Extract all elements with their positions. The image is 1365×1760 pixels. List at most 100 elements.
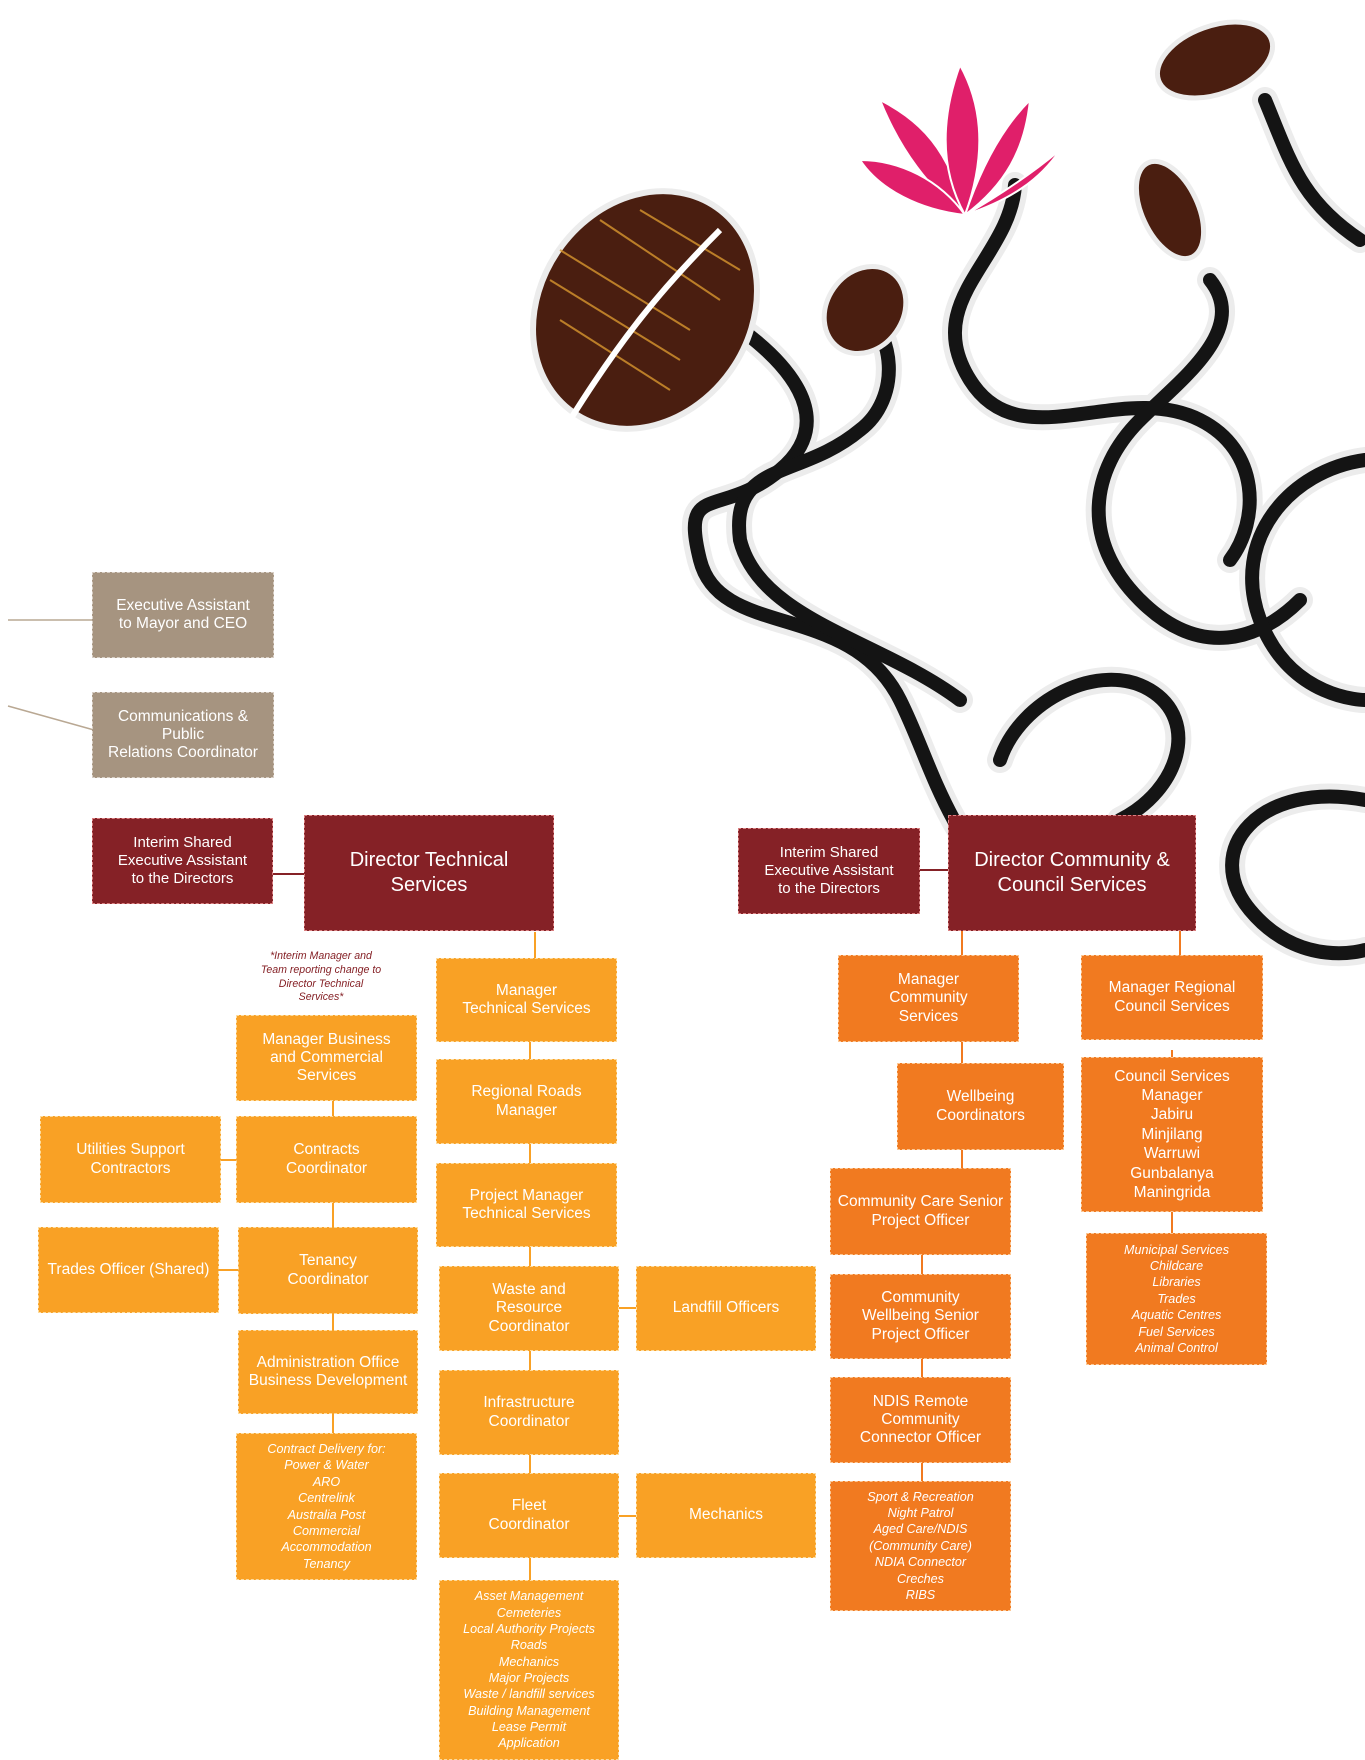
program-item: Aged Care/NDIS xyxy=(873,1522,968,1537)
box-label-line: Utilities Support xyxy=(76,1141,185,1159)
contract-item: Accommodation xyxy=(281,1540,372,1555)
manager-technical-services-box: Manager Technical Services xyxy=(436,958,617,1042)
box-label-line: Project Officer xyxy=(871,1325,970,1343)
box-label-line: Contracts xyxy=(293,1141,360,1159)
box-label-line: Coordinator xyxy=(488,1317,570,1335)
box-label-line: Relations Coordinator xyxy=(108,744,258,762)
program-item: Creches xyxy=(897,1571,944,1586)
contract-item: Australia Post xyxy=(287,1507,366,1522)
administration-office-box: Administration Office Business Developme… xyxy=(238,1330,418,1414)
landfill-officers-box: Landfill Officers xyxy=(636,1266,816,1351)
box-label-line: Director Community & xyxy=(974,849,1170,871)
manager-business-commercial-box: Manager Business and Commercial Services xyxy=(236,1015,417,1101)
community-care-senior-box: Community Care Senior Project Officer xyxy=(830,1168,1011,1255)
community-programs-box: Sport & Recreation Night Patrol Aged Car… xyxy=(830,1481,1011,1611)
ndis-remote-connector-box: NDIS Remote Community Connector Officer xyxy=(830,1377,1011,1463)
service-item: Animal Control xyxy=(1135,1340,1218,1355)
box-label-line: Project Officer xyxy=(871,1211,970,1229)
box-label-line: Gunbalanya xyxy=(1130,1164,1214,1182)
box-label-line: Services xyxy=(296,1067,357,1085)
box-label-line: Infrastructure xyxy=(483,1394,575,1412)
box-label-line: Services xyxy=(390,874,468,896)
box-label-line: Jabiru xyxy=(1150,1106,1194,1124)
responsibility-item: Mechanics xyxy=(498,1654,560,1669)
contracts-coordinator-box: Contracts Coordinator xyxy=(236,1116,417,1203)
box-label-line: Wellbeing xyxy=(946,1088,1015,1106)
infrastructure-coordinator-box: Infrastructure Coordinator xyxy=(439,1370,619,1455)
box-label-line: Waste and xyxy=(492,1281,566,1299)
contract-item: Contract Delivery for: xyxy=(267,1442,386,1457)
box-label-line: Fleet xyxy=(511,1497,547,1515)
interim-change-note: *Interim Manager and Team reporting chan… xyxy=(246,950,396,1005)
box-label-line: Manager xyxy=(1141,1087,1203,1105)
box-label-line: Technical Services xyxy=(462,1205,591,1222)
box-label-line: Council Services xyxy=(1114,997,1230,1015)
program-item: Sport & Recreation xyxy=(867,1489,974,1504)
project-manager-technical-box: Project Manager Technical Services xyxy=(436,1163,617,1247)
tenancy-coordinator-box: Tenancy Coordinator xyxy=(238,1227,418,1314)
executive-assistant-mayor-ceo-box: Executive Assistant to Mayor and CEO xyxy=(92,572,274,658)
responsibility-item: Major Projects xyxy=(488,1671,570,1685)
service-item: Libraries xyxy=(1152,1275,1201,1290)
director-community-council-services-box: Director Community & Council Services xyxy=(948,815,1196,931)
box-label-line: NDIS Remote xyxy=(872,1392,969,1410)
box-label-line: Mechanics xyxy=(688,1506,764,1524)
box-label-line: Tenancy xyxy=(299,1252,357,1270)
box-label-line: Manager xyxy=(495,981,558,999)
contract-item: ARO xyxy=(312,1474,341,1489)
box-label-line: Warruwi xyxy=(1143,1145,1201,1163)
contract-item: Tenancy xyxy=(302,1556,351,1571)
program-item: Night Patrol xyxy=(887,1506,954,1521)
responsibility-item: Asset Management xyxy=(474,1589,584,1604)
responsibility-item: Roads xyxy=(510,1638,548,1653)
box-label-line: Manager Regional xyxy=(1108,979,1236,997)
trades-officer-box: Trades Officer (Shared) xyxy=(38,1227,219,1313)
box-label-line: Communications & Public xyxy=(117,707,249,743)
box-label-line: Director Technical xyxy=(349,849,509,871)
box-label-line: Community Care Senior xyxy=(837,1193,1004,1211)
box-label-line: Coordinator xyxy=(286,1159,367,1177)
box-label-line: Services xyxy=(898,1007,959,1025)
box-label-line: to Mayor and CEO xyxy=(118,615,248,632)
contract-item: Commercial xyxy=(292,1523,361,1538)
waste-resource-coordinator-box: Waste and Resource Coordinator xyxy=(439,1266,619,1351)
box-label-line: Minjilang xyxy=(1141,1125,1203,1143)
box-label-line: Administration Office xyxy=(256,1353,400,1371)
council-services-manager-box: Council Services Manager Jabiru Minjilan… xyxy=(1081,1057,1263,1212)
box-label-line: Trades Officer (Shared) xyxy=(47,1260,210,1278)
responsibility-item: Cemeteries xyxy=(496,1605,562,1620)
program-item: NDIA Connector xyxy=(874,1555,967,1570)
responsibility-item: Building Management xyxy=(468,1703,590,1718)
technical-responsibilities-box: Asset Management Cemeteries Local Author… xyxy=(439,1580,619,1760)
box-label-line: Manager xyxy=(495,1101,558,1119)
box-label-line: Business Development xyxy=(248,1372,408,1389)
note-line: Director Technical xyxy=(278,977,364,990)
box-label-line: Community xyxy=(881,1289,960,1307)
wellbeing-coordinators-box: Wellbeing Coordinators xyxy=(897,1063,1064,1150)
service-item: Childcare xyxy=(1149,1259,1204,1274)
note-line: Services* xyxy=(298,991,344,1004)
box-label-line: Coordinators xyxy=(936,1106,1025,1124)
manager-regional-council-box: Manager Regional Council Services xyxy=(1081,955,1263,1040)
box-label-line: Resource xyxy=(495,1299,563,1317)
box-label-line: Landfill Officers xyxy=(672,1299,780,1317)
box-label-line: Interim Shared xyxy=(779,844,879,862)
community-wellbeing-senior-box: Community Wellbeing Senior Project Offic… xyxy=(830,1274,1011,1359)
box-label-line: Interim Shared xyxy=(133,834,232,852)
box-label-line: Technical Services xyxy=(462,1000,591,1017)
mechanics-box: Mechanics xyxy=(636,1473,816,1558)
box-label-line: Manager Business xyxy=(262,1030,391,1048)
service-item: Fuel Services xyxy=(1138,1324,1215,1339)
box-label-line: Coordinator xyxy=(287,1270,369,1288)
box-label-line: Executive Assistant xyxy=(116,596,250,614)
box-label-line: Coordinator xyxy=(488,1412,570,1430)
box-label-line: and Commercial xyxy=(270,1048,383,1066)
responsibility-item: Application xyxy=(498,1736,560,1751)
utilities-support-contractors-box: Utilities Support Contractors xyxy=(40,1116,221,1203)
note-line: Team reporting change to xyxy=(260,963,382,976)
box-label-line: Connector Officer xyxy=(859,1429,982,1447)
fleet-coordinator-box: Fleet Coordinator xyxy=(439,1473,619,1558)
service-item: Aquatic Centres xyxy=(1131,1308,1222,1323)
